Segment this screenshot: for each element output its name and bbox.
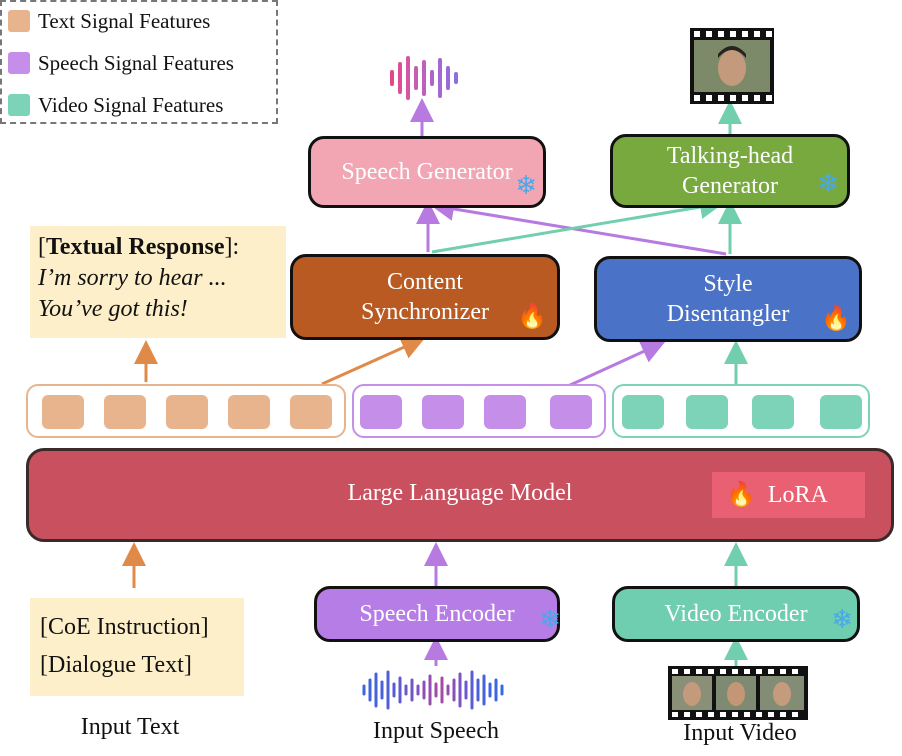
text-token: [42, 395, 84, 429]
video-encoder-label: Video Encoder: [664, 601, 808, 627]
speech-generator-label: Speech Generator: [341, 159, 513, 185]
input-text-box: [CoE Instruction] [Dialogue Text]: [30, 598, 244, 696]
text-token: [104, 395, 146, 429]
legend-item-video: Video Signal Features: [8, 92, 223, 118]
snowflake-icon: ❄: [817, 169, 839, 198]
fire-icon: 🔥: [821, 306, 851, 332]
lora-badge: 🔥 LoRA: [712, 472, 865, 518]
textual-response-bracket-close: ]:: [224, 234, 240, 260]
speech-token: [484, 395, 526, 429]
legend-label-video: Video Signal Features: [38, 92, 224, 117]
coe-instruction-text: [CoE Instruction]: [40, 614, 209, 640]
content-sync-label-line1: Content: [387, 269, 463, 295]
legend-label-speech: Speech Signal Features: [38, 50, 234, 75]
input-speech-waveform-icon: [362, 670, 504, 710]
speech-generator-box: Speech Generator ❄: [308, 136, 546, 208]
snowflake-icon: ❄: [831, 605, 853, 634]
arrow-text-to-content-sync: [321, 336, 426, 386]
snowflake-icon: ❄: [539, 605, 561, 634]
arrow-content-to-talkinghead: [431, 195, 724, 254]
talking-head-generator-box: Talking-head Generator ❄: [610, 134, 850, 208]
legend-item-text: Text Signal Features: [8, 8, 210, 34]
video-token: [820, 395, 862, 429]
video-token: [622, 395, 664, 429]
legend-swatch-video: [8, 94, 30, 116]
input-video-filmstrip-icon: [668, 666, 808, 720]
arrow-style-to-speechgen: [430, 197, 727, 256]
textual-response-box: [Textual Response]: I’m sorry to hear ..…: [30, 226, 286, 338]
text-token: [166, 395, 208, 429]
speech-feature-tokens: [352, 384, 606, 438]
style-dis-label-line1: Style: [703, 271, 753, 297]
speech-encoder-box: Speech Encoder ❄: [314, 586, 561, 642]
style-disentangler-box: Style Disentangler 🔥: [594, 256, 862, 342]
style-dis-label-line2: Disentangler: [666, 301, 790, 327]
text-token: [290, 395, 332, 429]
speech-token: [550, 395, 592, 429]
input-video-label: Input Video: [683, 720, 797, 746]
video-output-frame-icon: [690, 28, 774, 104]
speech-token: [360, 395, 402, 429]
video-encoder-box: Video Encoder ❄: [612, 586, 860, 642]
textual-response-header: [Textual Response]:: [38, 232, 278, 263]
talking-head-label-line1: Talking-head: [666, 143, 794, 169]
content-synchronizer-box: Content Synchronizer 🔥: [290, 254, 560, 340]
fire-icon: 🔥: [517, 304, 547, 330]
arrow-speech-to-style: [567, 340, 666, 388]
legend: Text Signal Features Speech Signal Featu…: [0, 0, 278, 124]
speech-encoder-label: Speech Encoder: [359, 601, 515, 627]
legend-swatch-speech: [8, 52, 30, 74]
snowflake-icon: ❄: [515, 171, 537, 200]
video-token: [752, 395, 794, 429]
textual-response-line3: You’ve got this!: [38, 296, 188, 322]
legend-swatch-text: [8, 10, 30, 32]
text-token: [228, 395, 270, 429]
text-feature-tokens: [26, 384, 346, 438]
textual-response-title: Textual Response: [46, 234, 225, 260]
speech-token: [422, 395, 464, 429]
fire-icon: 🔥: [726, 482, 756, 508]
video-token: [686, 395, 728, 429]
legend-label-text: Text Signal Features: [38, 8, 211, 33]
talking-head-label-line2: Generator: [682, 173, 778, 199]
llm-label: Large Language Model: [347, 480, 573, 506]
video-feature-tokens: [612, 384, 870, 438]
textual-response-line2: I’m sorry to hear ...: [38, 265, 227, 291]
input-text-label: Input Text: [80, 714, 180, 740]
textual-response-bracket-open: [: [38, 234, 46, 260]
content-sync-label-line2: Synchronizer: [361, 299, 489, 325]
lora-label: LoRA: [767, 481, 828, 508]
speech-output-waveform-icon: [390, 56, 458, 100]
dialogue-text: [Dialogue Text]: [40, 652, 192, 678]
legend-item-speech: Speech Signal Features: [8, 50, 234, 76]
input-speech-label: Input Speech: [373, 718, 499, 744]
